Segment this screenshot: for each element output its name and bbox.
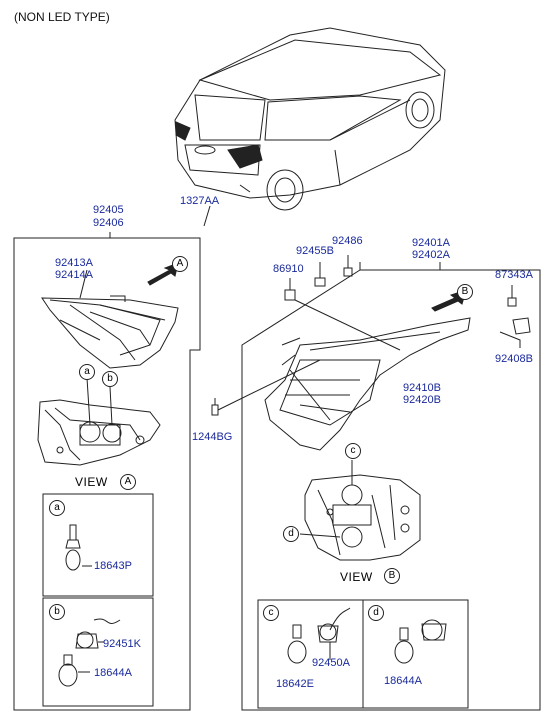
callout-d: d: [283, 526, 299, 542]
part-92486[interactable]: 92486: [332, 235, 363, 247]
part-92455b[interactable]: 92455B: [296, 245, 334, 257]
part-92405[interactable]: 92405: [93, 204, 124, 216]
arrow-a-circle: A: [172, 256, 188, 272]
left-lamp-assembly: [41, 269, 179, 369]
callout-a: a: [79, 364, 95, 380]
callout-c: c: [345, 443, 361, 459]
car-illustration: [174, 27, 446, 211]
right-assembly-outline: [241, 269, 541, 711]
detail-c-circle: c: [263, 605, 279, 621]
detail-d-circle: d: [368, 605, 384, 621]
part-1327aa[interactable]: 1327AA: [180, 195, 220, 207]
part-87343a[interactable]: 87343A: [495, 269, 533, 281]
view-a-text: VIEW: [75, 475, 108, 489]
callout-b: b: [102, 371, 118, 387]
detail-b-circle: b: [49, 604, 65, 620]
part-92410b[interactable]: 92410B: [403, 382, 441, 394]
part-18644a-right[interactable]: 18644A: [384, 675, 422, 687]
clip-87343a-art: [507, 285, 517, 307]
bulb-18642e-art: [287, 624, 307, 664]
left-assembly-outline: [13, 237, 201, 711]
socket-d-art: [421, 619, 447, 641]
part-92402a[interactable]: 92402A: [412, 249, 450, 261]
bulb-18644a-left-art: [58, 654, 90, 687]
detail-box-b: [42, 597, 154, 707]
bolt-1244bg-art: [211, 398, 219, 416]
nut-86910-art: [284, 278, 296, 301]
grommet-92455b-art: [314, 262, 326, 287]
view-b-label: VIEW: [340, 570, 373, 584]
view-b-circle: B: [384, 568, 400, 584]
part-92420b[interactable]: 92420B: [403, 394, 441, 406]
part-92451k[interactable]: 92451K: [103, 638, 141, 650]
part-18643p[interactable]: 18643P: [94, 560, 132, 572]
part-92401a[interactable]: 92401A: [412, 237, 450, 249]
diagram-title: (NON LED TYPE): [14, 10, 110, 24]
part-86910[interactable]: 86910: [273, 263, 304, 275]
view-b-text: VIEW: [340, 570, 373, 584]
arrow-b-circle: B: [457, 284, 473, 300]
view-a-circle: A: [120, 474, 136, 490]
left-housing-rear: [37, 377, 161, 466]
bulb-18644a-right-art: [394, 627, 414, 664]
part-92413a[interactable]: 92413A: [55, 257, 93, 269]
part-18642e[interactable]: 18642E: [276, 678, 314, 690]
part-92406[interactable]: 92406: [93, 217, 124, 229]
view-a-label: VIEW: [75, 475, 108, 489]
socket-92451k-art: [75, 618, 121, 649]
right-lamp-assembly: [264, 317, 471, 451]
part-92408b[interactable]: 92408B: [495, 353, 533, 365]
part-18644a-left[interactable]: 18644A: [94, 667, 132, 679]
part-92450a[interactable]: 92450A: [312, 657, 350, 669]
part-92414a[interactable]: 92414A: [55, 269, 93, 281]
bolt-92486-art: [343, 255, 353, 277]
detail-box-a: [42, 493, 154, 597]
bracket-92408b-art: [499, 317, 531, 348]
socket-92450a-art: [317, 607, 351, 660]
part-1244bg[interactable]: 1244BG: [192, 431, 233, 443]
right-housing-rear: [299, 460, 421, 561]
detail-box-d: [362, 599, 469, 709]
detail-a-circle: a: [49, 500, 65, 516]
bulb-18643p-art: [65, 524, 92, 571]
